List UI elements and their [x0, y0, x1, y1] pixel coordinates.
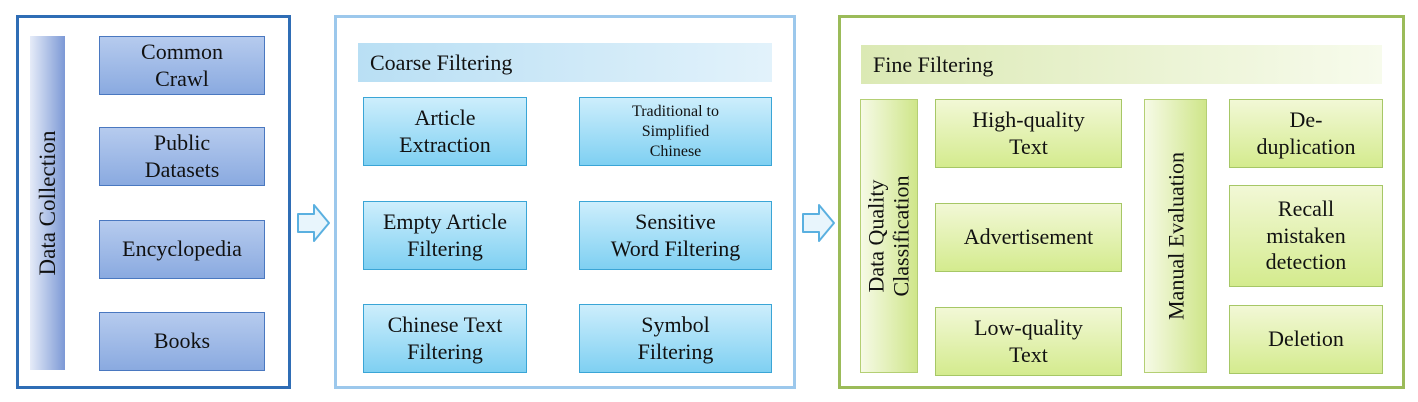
fine-filtering-title: Fine Filtering: [873, 51, 994, 77]
coarse-filtering-title-bar: Coarse Filtering: [358, 43, 772, 82]
data-quality-classification-label: Data Quality Classification: [863, 175, 914, 297]
action-label: Deletion: [1268, 326, 1344, 352]
class-low-quality-text: Low-quality Text: [935, 307, 1122, 376]
fine-filtering-title-bar: Fine Filtering: [861, 45, 1382, 84]
source-label: Books: [153, 328, 211, 354]
source-label: Common Crawl: [141, 39, 223, 91]
source-common-crawl: Common Crawl: [99, 36, 265, 95]
fine-filtering-panel: Fine Filtering Data Quality Classificati…: [838, 15, 1405, 389]
source-public-datasets: Public Datasets: [99, 127, 265, 186]
manual-evaluation-label: Manual Evaluation: [1162, 151, 1188, 321]
step-empty-article-filtering: Empty Article Filtering: [363, 201, 527, 270]
action-label: De- duplication: [1256, 107, 1356, 159]
action-de-duplication: De- duplication: [1229, 99, 1383, 168]
step-label: Empty Article Filtering: [382, 209, 508, 261]
step-label: Symbol Filtering: [637, 312, 714, 364]
data-quality-classification-bar: Data Quality Classification: [860, 99, 918, 373]
step-sensitive-word-filtering: Sensitive Word Filtering: [579, 201, 772, 270]
flow-arrow-icon: [297, 204, 330, 242]
class-label: High-quality Text: [972, 107, 1085, 159]
data-collection-label-bar: Data Collection: [30, 36, 65, 370]
class-label: Low-quality Text: [974, 315, 1083, 367]
step-label: Chinese Text Filtering: [387, 312, 503, 364]
data-collection-title: Data Collection: [34, 130, 60, 276]
action-label: Recall mistaken detection: [1265, 196, 1347, 275]
coarse-filtering-title: Coarse Filtering: [370, 49, 513, 75]
action-deletion: Deletion: [1229, 305, 1383, 374]
data-collection-panel: Data Collection Common Crawl Public Data…: [16, 15, 291, 389]
step-label: Sensitive Word Filtering: [610, 209, 741, 261]
step-article-extraction: Article Extraction: [363, 97, 527, 166]
step-label: Traditional to Simplified Chinese: [632, 102, 719, 160]
class-advertisement: Advertisement: [935, 203, 1122, 272]
source-books: Books: [99, 312, 265, 371]
source-label: Encyclopedia: [122, 236, 242, 262]
flow-arrow-icon: [802, 204, 835, 242]
step-symbol-filtering: Symbol Filtering: [579, 304, 772, 373]
class-high-quality-text: High-quality Text: [935, 99, 1122, 168]
source-encyclopedia: Encyclopedia: [99, 220, 265, 279]
step-label: Article Extraction: [399, 105, 491, 157]
step-chinese-text-filtering: Chinese Text Filtering: [363, 304, 527, 373]
action-recall-mistaken-detection: Recall mistaken detection: [1229, 185, 1383, 287]
step-traditional-to-simplified: Traditional to Simplified Chinese: [579, 97, 772, 166]
coarse-filtering-panel: Coarse Filtering Article Extraction Trad…: [334, 15, 796, 389]
manual-evaluation-bar: Manual Evaluation: [1144, 99, 1207, 373]
source-label: Public Datasets: [144, 130, 220, 182]
class-label: Advertisement: [963, 224, 1094, 250]
